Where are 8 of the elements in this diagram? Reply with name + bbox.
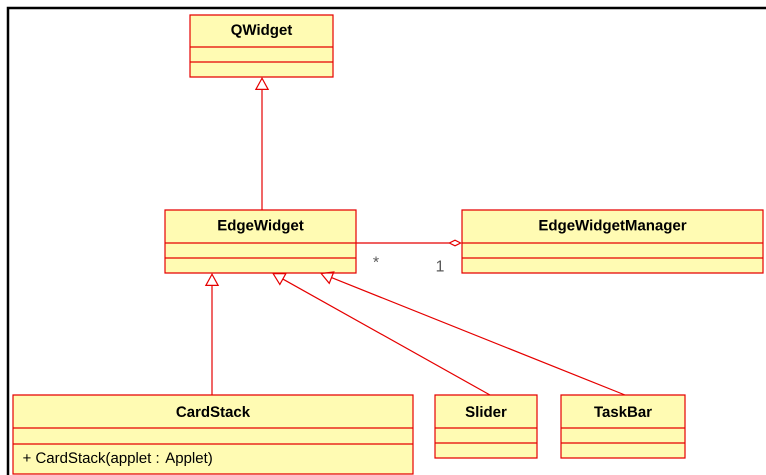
multiplicity-label: 1 — [436, 260, 444, 272]
class-box: QWidget — [189, 14, 334, 78]
class-box: EdgeWidgetManager — [461, 209, 764, 274]
multiplicity-label: * — [373, 256, 379, 262]
class-box: TaskBar — [560, 394, 686, 459]
class-box: CardStack + CardStack(applet : Applet) — [12, 394, 414, 475]
class-box: EdgeWidget — [164, 209, 357, 274]
class-box: Slider — [434, 394, 538, 459]
